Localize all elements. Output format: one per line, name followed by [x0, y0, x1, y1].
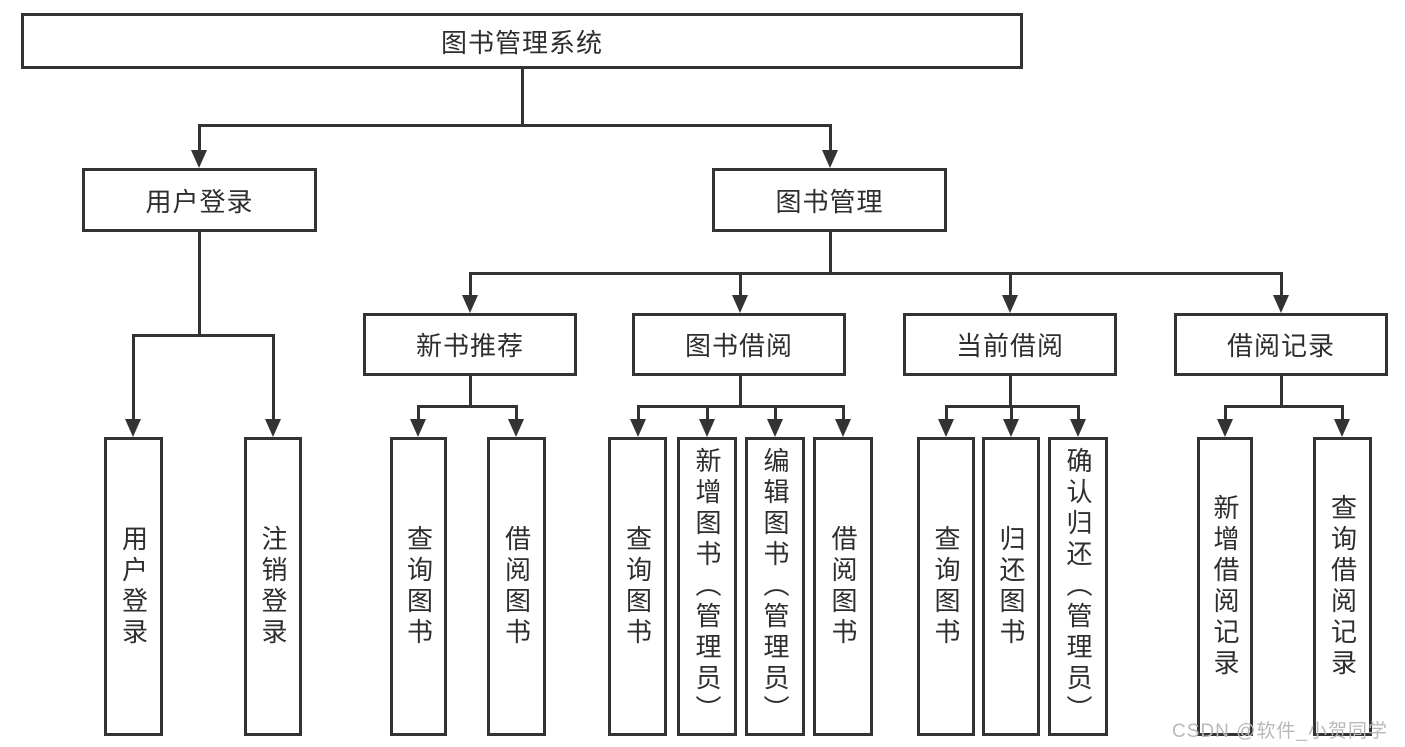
node-label-user-login-leaf: 用户登录 [118, 524, 149, 649]
arrowhead-icon-book-borrow-split-1 [699, 419, 715, 437]
node-query-borrow-record: 查询借阅记录 [1313, 437, 1372, 736]
edge-drop-book-management-split-0 [468, 273, 472, 301]
edge-drop-book-management-split-3 [1279, 273, 1283, 301]
node-add-borrow-record: 新增借阅记录 [1197, 437, 1253, 736]
edge-drop-book-borrow-split-2 [773, 406, 777, 425]
node-confirm-return-admin: 确认归还（管理员） [1048, 437, 1108, 736]
node-label-borrow-books-2: 借阅图书 [828, 524, 858, 649]
csdn-watermark: CSDN @软件_小贺同学 [1172, 721, 1388, 742]
arrowhead-icon-current-borrow-split-0 [938, 419, 954, 437]
node-label-query-books-1: 查询图书 [403, 524, 434, 649]
edge-stem-book-management-split [828, 232, 832, 273]
node-label-logout-leaf: 注销登录 [258, 524, 288, 649]
arrowhead-icon-book-borrow-split-3 [835, 419, 851, 437]
edge-stem-book-borrow-split [738, 376, 742, 406]
node-current-borrowing: 当前借阅 [903, 313, 1117, 376]
arrowhead-icon-root-split-0 [191, 150, 207, 168]
arrowhead-icon-borrow-record-split-0 [1217, 419, 1233, 437]
edge-bar-borrow-record-split [1223, 404, 1344, 408]
edge-stem-borrow-record-split [1279, 376, 1283, 406]
node-query-books-1: 查询图书 [390, 437, 447, 736]
arrowhead-icon-borrow-record-split-1 [1334, 419, 1350, 437]
edge-drop-book-borrow-split-1 [705, 406, 709, 425]
node-label-root: 图书管理系统 [440, 27, 603, 58]
node-label-confirm-return-admin: 确认归还（管理员） [1063, 447, 1093, 726]
edge-drop-borrow-record-split-1 [1340, 406, 1344, 425]
node-borrow-books-2: 借阅图书 [813, 437, 873, 736]
node-label-query-books-3: 查询图书 [931, 524, 961, 649]
arrowhead-icon-book-management-split-1 [732, 295, 748, 313]
edge-drop-root-split-1 [828, 125, 832, 156]
edge-stem-user-login-split [197, 232, 201, 335]
edge-drop-user-login-split-0 [131, 335, 135, 425]
node-user-login-leaf: 用户登录 [104, 437, 163, 736]
node-query-books-2: 查询图书 [608, 437, 667, 736]
edge-drop-book-management-split-2 [1008, 273, 1012, 301]
node-label-book-borrowing: 图书借阅 [684, 331, 793, 361]
node-add-books-admin: 新增图书（管理员） [677, 437, 737, 736]
node-label-current-borrowing: 当前借阅 [955, 331, 1064, 361]
arrowhead-icon-user-login-split-0 [125, 419, 141, 437]
node-label-borrow-books-1: 借阅图书 [501, 524, 532, 649]
node-label-user-login: 用户登录 [145, 186, 254, 217]
node-book-management: 图书管理 [712, 168, 947, 232]
node-label-query-books-2: 查询图书 [622, 524, 653, 649]
node-label-query-borrow-record: 查询借阅记录 [1327, 493, 1358, 680]
node-book-borrowing: 图书借阅 [632, 313, 846, 376]
arrowhead-icon-book-management-split-2 [1002, 295, 1018, 313]
node-label-edit-books-admin: 编辑图书（管理员） [760, 447, 790, 726]
edge-stem-root-split [520, 69, 524, 125]
node-label-return-books: 归还图书 [996, 524, 1026, 649]
node-new-book-recommend: 新书推荐 [363, 313, 577, 376]
node-edit-books-admin: 编辑图书（管理员） [745, 437, 805, 736]
node-logout-leaf: 注销登录 [244, 437, 302, 736]
node-borrow-records: 借阅记录 [1174, 313, 1388, 376]
arrowhead-icon-book-management-split-3 [1273, 295, 1289, 313]
arrowhead-icon-new-book-split-0 [410, 419, 426, 437]
edge-bar-user-login-split [131, 333, 275, 337]
arrowhead-icon-root-split-1 [822, 150, 838, 168]
edge-drop-book-borrow-split-3 [841, 406, 845, 425]
arrowhead-icon-new-book-split-1 [508, 419, 524, 437]
edge-drop-new-book-split-0 [416, 406, 420, 425]
node-user-login: 用户登录 [82, 168, 317, 232]
edge-drop-borrow-record-split-0 [1223, 406, 1227, 425]
edge-drop-book-borrow-split-0 [636, 406, 640, 425]
arrowhead-icon-user-login-split-1 [265, 419, 281, 437]
node-root: 图书管理系统 [21, 13, 1023, 69]
edge-drop-new-book-split-1 [514, 406, 518, 425]
arrowhead-icon-book-borrow-split-2 [767, 419, 783, 437]
node-return-books: 归还图书 [982, 437, 1040, 736]
arrowhead-icon-book-management-split-0 [462, 295, 478, 313]
node-label-new-book-recommend: 新书推荐 [415, 331, 524, 361]
node-label-add-books-admin: 新增图书（管理员） [692, 447, 722, 726]
edge-drop-user-login-split-1 [271, 335, 275, 425]
edge-drop-current-borrow-split-2 [1076, 406, 1080, 425]
arrowhead-icon-current-borrow-split-1 [1003, 419, 1019, 437]
node-label-borrow-records: 借阅记录 [1226, 331, 1335, 361]
edge-drop-root-split-0 [197, 125, 201, 156]
edge-stem-new-book-split [468, 376, 472, 406]
edge-bar-new-book-split [416, 404, 518, 408]
node-label-add-borrow-record: 新增借阅记录 [1210, 493, 1240, 680]
node-query-books-3: 查询图书 [917, 437, 975, 736]
arrowhead-icon-book-borrow-split-0 [630, 419, 646, 437]
edge-bar-book-management-split [468, 271, 1283, 275]
edge-drop-book-management-split-1 [738, 273, 742, 301]
edge-bar-book-borrow-split [636, 404, 845, 408]
edge-drop-current-borrow-split-1 [1009, 406, 1013, 425]
node-label-book-management: 图书管理 [775, 186, 884, 217]
edge-stem-current-borrow-split [1008, 376, 1012, 406]
arrowhead-icon-current-borrow-split-2 [1070, 419, 1086, 437]
edge-drop-current-borrow-split-0 [944, 406, 948, 425]
edge-bar-root-split [197, 123, 832, 127]
node-borrow-books-1: 借阅图书 [487, 437, 546, 736]
